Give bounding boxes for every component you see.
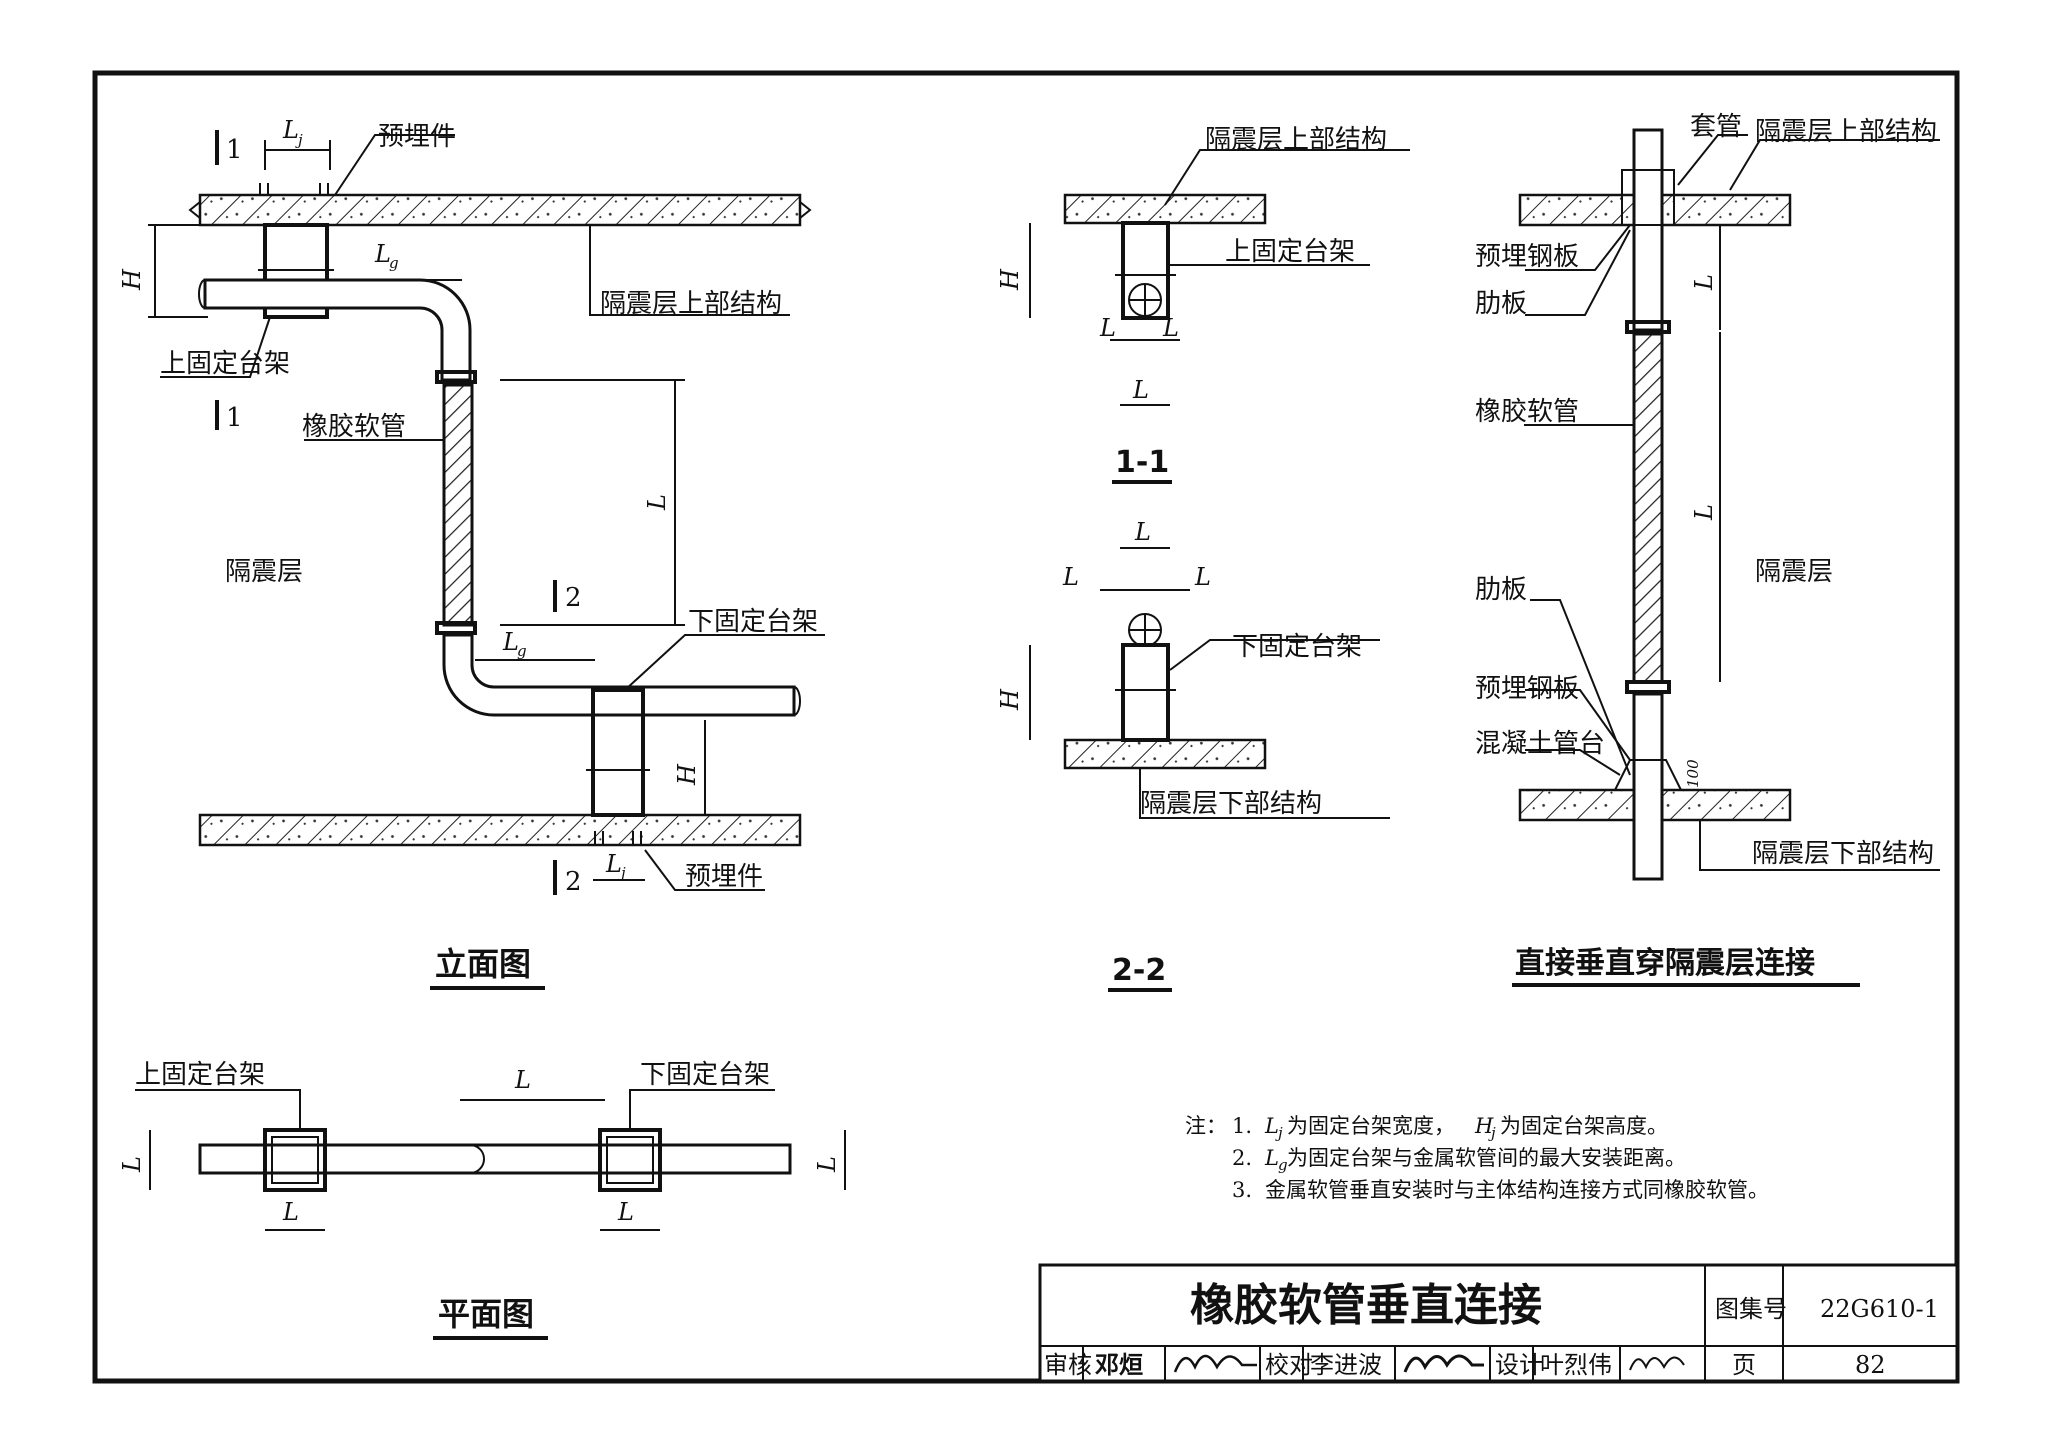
plan-label-upper-stand: 上固定台架 [135,1060,265,1090]
note-prefix: 注： [1185,1114,1227,1138]
dv-label-embed-plate2: 预埋钢板 [1475,674,1579,704]
s22-dim-hj: H [996,688,1024,711]
tb-page-label: 页 [1732,1351,1756,1379]
s22-label-lower-struct: 隔震层下部结构 [1140,789,1322,819]
label-rubber-hose: 橡胶软管 [302,412,406,442]
dv-label-rib2: 肋板 [1475,575,1527,605]
plan-title: 平面图 [438,1295,534,1333]
dim-lj-elev: L [282,116,299,144]
note-1-a-sub: j [1275,1124,1283,1142]
tb-atlas-label: 图集号 [1715,1295,1787,1323]
s11-label-upper-struct: 隔震层上部结构 [1205,125,1387,155]
section-2-2-title: 2-2 [1112,953,1166,988]
rubber-hose-elev [442,383,474,627]
note-2-b: 为固定台架与金属软管间的最大安装距离。 [1287,1146,1686,1170]
label-upper-stand: 上固定台架 [160,349,290,379]
lower-slab [198,813,802,847]
dim-hj-elev: H [118,268,146,291]
dim-lj-low-sub: j [618,864,626,882]
dv-label-concrete-pad: 混凝土管台 [1475,729,1605,759]
s11-dim-lj: L [1132,376,1149,404]
direct-vertical-view: 套管 隔震层上部结构 预埋钢板 肋板 橡胶软管 L L 隔震层 肋板 预埋钢板 … [1475,112,1940,987]
note-1-b: 为固定台架宽度， [1287,1114,1455,1138]
tb-review-label: 审核 [1044,1351,1092,1379]
tb-designer-signature [1629,1356,1685,1371]
plan-dim-lg: L [514,1066,531,1094]
dv-label-rubber-hose: 橡胶软管 [1475,397,1579,427]
label-upper-struct: 隔震层上部结构 [600,289,782,319]
s22-dim-half-left: L [1062,563,1079,591]
tb-designer: 叶烈伟 [1540,1351,1612,1379]
title-block: 橡胶软管垂直连接 图集号 22G610-1 审核 邓烜 校对 李进波 设计 叶烈… [1038,1263,1959,1383]
tb-check-label: 校对 [1265,1351,1313,1379]
dim-l-elev: L [643,494,671,511]
label-embedded-top: 预埋件 [378,122,456,152]
s22-dim-lj: L [1134,518,1151,546]
label-lower-stand: 下固定台架 [688,607,818,637]
note-1-c-sub: j [1488,1124,1496,1142]
note-2-a: L [1264,1146,1279,1170]
dim-lg-low-sub: g [517,642,527,660]
dv-label-lower-struct: 隔震层下部结构 [1752,839,1934,869]
elevation-view: 1 1 2 2 L j H L g L L g H L j [118,116,825,990]
elevation-title: 立面图 [435,945,531,983]
note-1-num: 1. [1232,1114,1252,1138]
dv-label-iso-layer: 隔震层 [1755,557,1833,587]
outer-frame [92,70,1960,1384]
tb-reviewer: 邓烜 [1095,1350,1143,1379]
plan-label-lower-stand: 下固定台架 [640,1060,770,1090]
tb-reviewer-signature [1173,1354,1257,1373]
s11-dim-half-left: L [1099,314,1116,342]
s11-dim-half-right: L [1162,314,1179,342]
cut-label-2-bottom: 2 [565,867,582,897]
plan-dim-lj-bottom-left: L [282,1198,299,1226]
note-1-a: L [1264,1114,1279,1138]
note-2-a-sub: g [1278,1156,1288,1174]
cut-label-1-top: 1 [226,135,243,165]
dv-dim-100: 100 [1684,759,1702,788]
dim-hj-low: H [673,763,701,786]
tb-drawing-title: 橡胶软管垂直连接 [1190,1280,1542,1331]
upper-slab [198,193,802,227]
dv-dim-l: L [1690,504,1718,521]
dv-label-sleeve: 套管 [1690,112,1742,142]
dv-label-rib: 肋板 [1475,289,1527,319]
note-2-num: 2. [1232,1146,1252,1170]
label-iso-layer: 隔震层 [225,557,303,587]
dv-label-upper-struct: 隔震层上部结构 [1755,117,1937,147]
notes: 注： 1. L j 为固定台架宽度， H j 为固定台架高度。 2. L g 为… [1185,1114,1769,1202]
dim-lj-elev-sub: j [295,131,303,149]
tb-design-label: 设计 [1495,1351,1543,1379]
section-2-2: L L L H 下固定台架 隔震层下部结构 2-2 [996,518,1390,992]
s22-label-lower-stand: 下固定台架 [1232,632,1362,662]
note-3-num: 3. [1232,1178,1252,1202]
plan-dim-lj-left: L [118,1156,146,1173]
dv-dim-lg: L [1690,274,1718,291]
cut-label-1-bottom: 1 [226,403,243,433]
note-3-b: 金属软管垂直安装时与主体结构连接方式同橡胶软管。 [1265,1178,1769,1202]
dim-lj-low: L [605,850,622,878]
label-embedded-low: 预埋件 [685,862,763,892]
plan-dim-lj-bottom-right: L [617,1198,634,1226]
s11-dim-hj: H [996,268,1024,291]
section-1-1-title: 1-1 [1115,445,1169,480]
note-1-c: H [1474,1114,1494,1138]
note-1-d: 为固定台架高度。 [1500,1114,1668,1138]
s11-label-upper-stand: 上固定台架 [1225,237,1355,267]
dim-lg-low: L [502,628,519,656]
tb-atlas-no: 22G610-1 [1820,1295,1939,1323]
dim-lg-elev-sub: g [389,254,399,272]
direct-title: 直接垂直穿隔震层连接 [1515,946,1815,981]
tb-page-no: 82 [1855,1351,1886,1379]
section-1-1: 隔震层上部结构 上固定台架 H L L L 1-1 [996,125,1410,484]
dim-lg-elev: L [374,240,391,268]
s22-dim-half-right: L [1194,563,1211,591]
tb-checker-signature [1403,1354,1484,1373]
plan-dim-lj-right: L [813,1156,841,1173]
dv-label-embed-plate: 预埋钢板 [1475,242,1579,272]
plan-view: 上固定台架 下固定台架 L L L L L 平面图 [118,1060,846,1340]
tb-checker: 李进波 [1310,1351,1382,1379]
cut-label-2-top: 2 [565,583,582,613]
